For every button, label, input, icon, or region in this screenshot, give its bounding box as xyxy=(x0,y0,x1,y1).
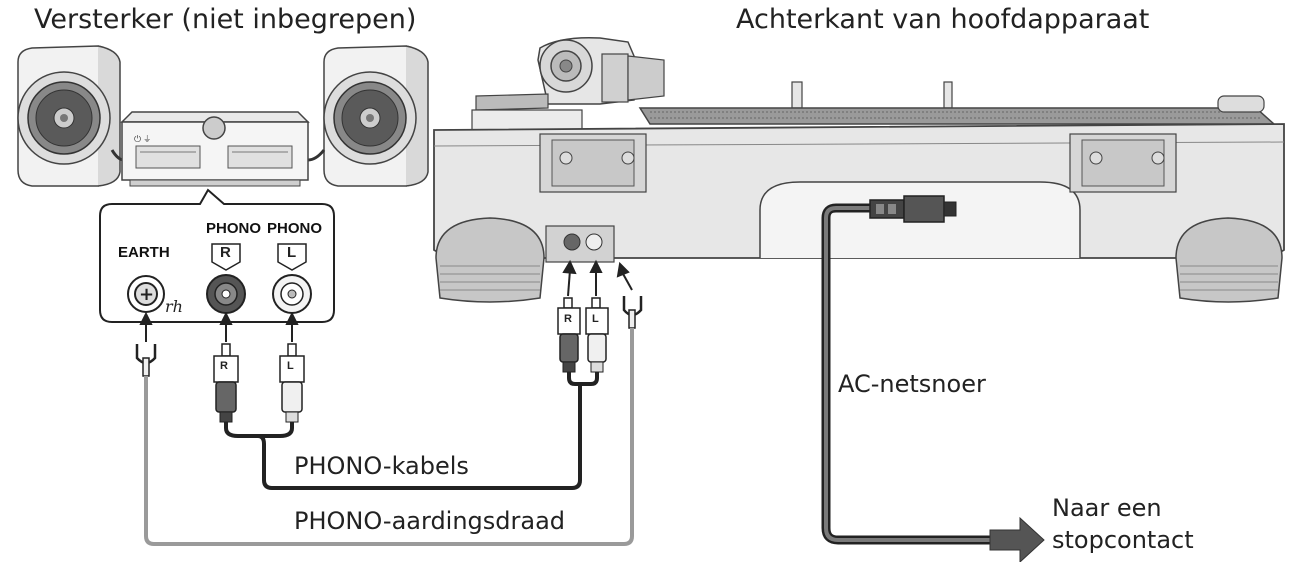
rca-plug-r-icon xyxy=(213,343,239,423)
svg-text:+: + xyxy=(139,284,154,305)
phono-r-label: PHONO xyxy=(206,220,262,237)
phono-ground-label: PHONO-aardingsdraad xyxy=(294,507,566,535)
connect-arrows-amp xyxy=(139,311,299,342)
rca-plug-l-icon xyxy=(279,343,305,423)
amplifier-title: Versterker (niet inbegrepen) xyxy=(34,4,417,35)
rca-plug-turntable-l-icon xyxy=(585,297,609,373)
earth-label: EARTH xyxy=(118,244,170,261)
plug-l-label: L xyxy=(287,360,294,372)
speaker-left-icon xyxy=(17,45,121,187)
ac-cord-label: AC-netsnoer xyxy=(838,370,986,398)
phono-ground-wire xyxy=(144,328,634,546)
tt-plug-l-label: L xyxy=(592,313,599,325)
spade-lug-turntable-icon xyxy=(622,296,643,329)
rca-plug-turntable-r-icon xyxy=(557,297,581,373)
tt-plug-r-label: R xyxy=(564,313,572,325)
ac-power-cord xyxy=(821,203,990,545)
connect-arrows-turntable xyxy=(562,259,633,297)
phono-cables-label: PHONO-kabels xyxy=(294,452,469,480)
outlet-arrow-icon xyxy=(989,516,1045,562)
l-tag: L xyxy=(287,244,297,261)
main-unit-back-title: Achterkant van hoofdapparaat xyxy=(736,4,1150,35)
ac-plug-icon xyxy=(869,195,957,223)
turntable-rear-icon xyxy=(433,36,1285,303)
outlet-label-line1: Naar een xyxy=(1052,494,1162,522)
phono-l-label: PHONO xyxy=(267,220,323,237)
plug-r-label: R xyxy=(220,360,228,372)
rca-jack-r-icon xyxy=(206,243,246,314)
amplifier-icon: ⏻ ⏚ xyxy=(120,111,310,187)
rca-jack-l-icon xyxy=(272,243,312,314)
speaker-right-icon xyxy=(323,45,429,187)
r-tag: R xyxy=(220,244,231,261)
svg-text:⏻ ⏚: ⏻ ⏚ xyxy=(134,134,150,145)
svg-text:rh: rh xyxy=(165,297,183,316)
phono-cables xyxy=(224,372,599,490)
ground-terminal-icon: + rh xyxy=(127,275,183,316)
spade-lug-icon xyxy=(135,344,157,377)
outlet-label-line2: stopcontact xyxy=(1052,526,1194,554)
